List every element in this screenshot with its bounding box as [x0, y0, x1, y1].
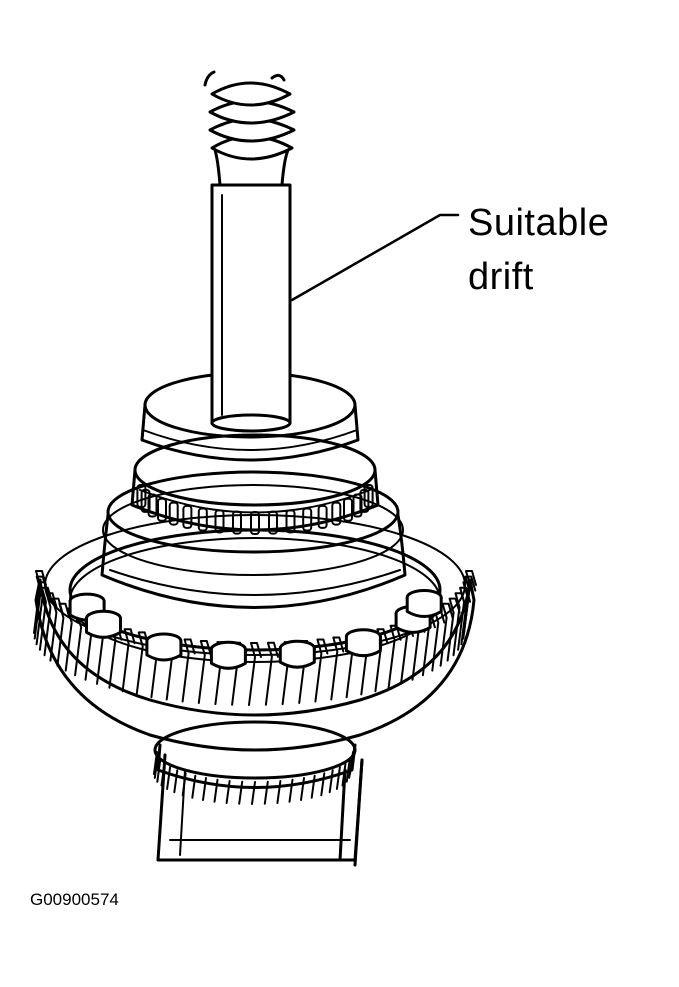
bearing-roller — [363, 484, 374, 508]
lower-gear-tooth — [160, 762, 166, 787]
ring-gear-tooth — [387, 624, 402, 689]
ring-gear-tooth — [446, 597, 461, 662]
lower-gear-tooth — [251, 781, 256, 805]
ring-gear-tooth — [121, 628, 136, 693]
lower-gear-tooth — [213, 778, 219, 803]
bearing-roller — [157, 497, 167, 522]
lower-gear-tooth — [300, 777, 305, 801]
bearing-roller — [147, 493, 158, 518]
ring-gear-tooth — [431, 607, 446, 672]
ring-gear-tooth — [264, 641, 279, 706]
drift-shaft — [210, 183, 292, 433]
bearing-roller — [214, 509, 225, 534]
lower-gear-tooth — [320, 772, 326, 797]
bearing-roller — [168, 501, 179, 526]
lower-gear-tooth — [202, 777, 207, 801]
flange-bolt — [344, 628, 382, 658]
bearing-roller — [302, 507, 313, 532]
ring-gear-tooth — [197, 640, 212, 704]
lower-gear-tooth — [173, 769, 179, 794]
lower-gear-tooth — [341, 762, 347, 787]
case-body — [100, 470, 407, 609]
lower-gear-tooth — [191, 774, 197, 799]
flange-bolt — [145, 632, 183, 662]
lower-gear-tooth — [263, 780, 269, 805]
bearing-roller — [317, 504, 328, 529]
lower-gear-tooth — [238, 780, 244, 805]
ring-gear-tooth — [314, 638, 329, 703]
callout-label-line-1: Suitable — [468, 202, 610, 244]
flange-bolt — [405, 589, 443, 618]
bearing-roller — [331, 501, 342, 526]
ring-gear-tooth — [439, 602, 454, 667]
lower-gear-tooth — [335, 766, 341, 790]
bearing-roller — [140, 488, 151, 513]
figure-code: G00900574 — [30, 890, 119, 909]
lower-gear-tooth — [153, 751, 158, 775]
ring-gear-tooth — [38, 586, 53, 651]
lower-gear-tooth — [345, 758, 351, 783]
callout-label-line-2: drift — [468, 256, 534, 298]
lower-gear-tooth — [276, 780, 282, 804]
ring-gear-tooth — [43, 592, 58, 657]
flange — [68, 528, 443, 670]
callout-leader-line — [290, 213, 460, 302]
bearing-roller — [285, 509, 296, 534]
lower-gear-tooth — [225, 780, 231, 804]
flange-bolt — [278, 639, 316, 669]
lower-gear-tooth — [328, 769, 334, 794]
ring-gear-tooth — [248, 642, 262, 706]
lower-gear — [153, 720, 357, 805]
lower-gear-tooth — [166, 766, 172, 790]
ring-gear-tooth — [35, 581, 50, 646]
bearing-roller — [343, 497, 353, 522]
callout-label: Suitable drift — [468, 196, 609, 304]
ring-gear-tooth — [181, 638, 196, 703]
flange-bolt — [85, 609, 122, 639]
lower-gear-tooth — [349, 751, 354, 775]
bearing-roller — [250, 511, 260, 535]
ring-gear-tooth — [330, 636, 345, 701]
lower-gear-tooth — [156, 758, 162, 783]
ring-gear-tooth — [463, 570, 477, 634]
lower-gear-tooth — [288, 778, 294, 803]
lower-gear-tooth — [310, 774, 316, 799]
flange-bolt — [209, 640, 247, 670]
bearing-roller — [197, 507, 208, 532]
bearing-roller — [352, 493, 363, 518]
lower-gear-tooth — [181, 772, 187, 797]
bearing-roller — [268, 510, 278, 535]
lower-shaft — [156, 753, 364, 867]
lower-gear-tooth — [153, 754, 159, 779]
bearing — [130, 433, 380, 535]
bearing-roller — [182, 504, 193, 529]
bearing-roller — [232, 510, 242, 535]
drift-threaded-tip — [203, 70, 296, 187]
